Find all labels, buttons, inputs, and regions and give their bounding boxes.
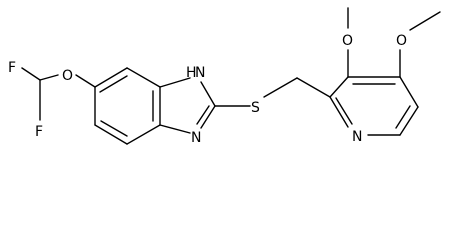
bond-pyr-6 [329,76,349,98]
bond-benz-1 [94,67,128,88]
bond-imid-n-c [159,124,191,134]
bond-benz-5 [94,124,128,145]
chemical-structure: F F O H N N S O O N [8,7,441,146]
atom-s: S [251,100,260,116]
bond-o-ether-ring [75,74,96,88]
bond-benz-2 [126,67,161,88]
bond-benz-4 [126,124,161,145]
bond-pyr-3-inner [395,105,411,129]
bond-ch2-pyr [296,77,331,98]
atom-o-methoxy-3: O [342,33,353,49]
bond-c-o-ether [39,74,59,81]
atom-n-imidazole: N [191,130,201,146]
atom-f2: F [35,124,43,140]
bond-pyr-1-inner [335,97,353,125]
atom-n-h: N [195,65,205,81]
atom-n-pyridine: N [352,129,362,145]
bond-set [21,7,441,145]
atom-h: H [186,65,197,81]
bond-pyr-4 [399,76,419,108]
bond-benz-1-inner [99,75,128,93]
bond-imid-c-nh [159,77,191,88]
bond-imid-c2-n [200,105,216,129]
bond-pyr-3 [399,106,419,136]
bond-o4-me [409,11,441,31]
bond-benz-5-inner [100,120,128,137]
atom-o-methoxy-4: O [396,33,407,49]
atom-labels: F F O H N N S O O N [8,33,407,146]
bond-f1-c [21,67,41,81]
bond-s-ch2 [263,77,298,98]
bond-imid-c2-n-inner [196,105,210,125]
atom-o-ether: O [62,68,73,84]
bond-imid-nh-c2 [200,81,216,107]
atom-f1: F [8,60,16,76]
bond-pyr-1 [329,96,349,128]
